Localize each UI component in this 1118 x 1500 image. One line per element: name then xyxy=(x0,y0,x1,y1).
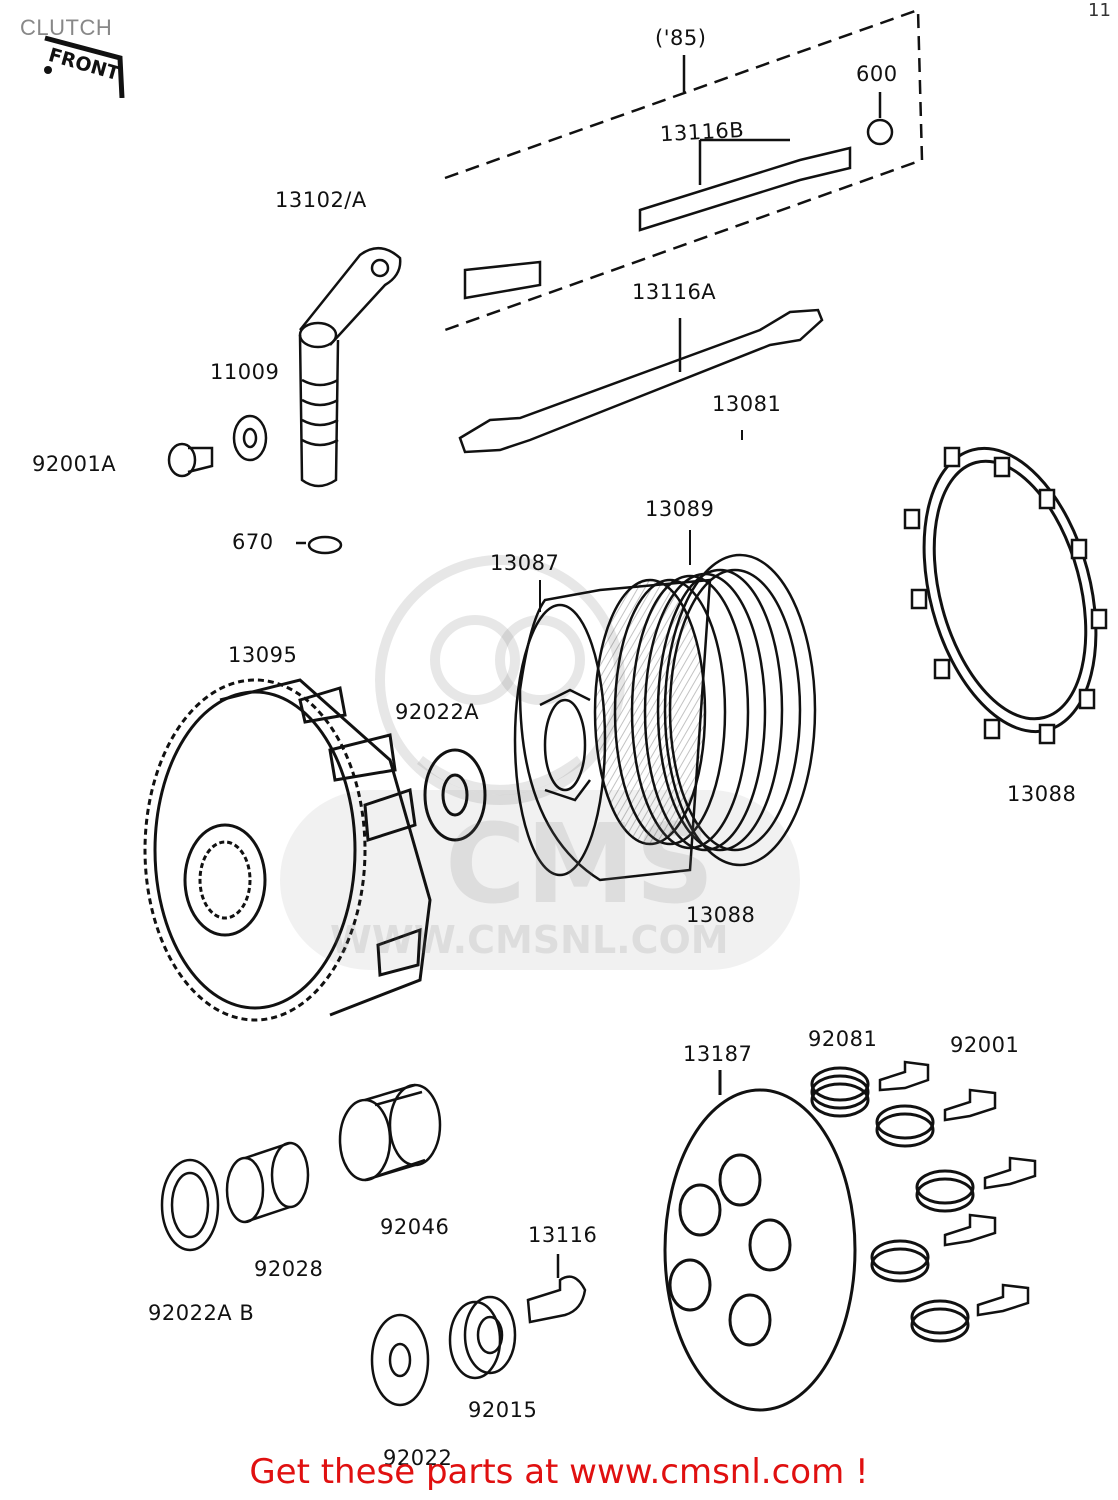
part-92081-springs xyxy=(810,1066,975,1343)
watermark-brand: CMS xyxy=(445,800,715,928)
part-92028-sleeve xyxy=(225,1141,310,1224)
part-13116-pin xyxy=(526,1254,587,1324)
part-label-92022: 92022 xyxy=(383,1446,453,1470)
part-label-13187: 13187 xyxy=(683,1042,753,1066)
part-label-600: 600 xyxy=(856,62,898,86)
part-label-670: 670 xyxy=(232,530,274,554)
part-11009-shaft xyxy=(298,334,340,488)
part-13116a-pushrod xyxy=(458,308,824,454)
part-92022a-washer xyxy=(423,748,487,842)
page-title: CLUTCH xyxy=(20,15,113,40)
part-label-13087: 13087 xyxy=(490,551,560,575)
part-label-11009: 11009 xyxy=(210,360,280,384)
part-label-92001a: 92001A xyxy=(32,452,117,476)
part-92046-needle-bearing xyxy=(338,1083,442,1182)
part-label-13116a: 13116A xyxy=(632,280,717,304)
part-label-13081: 13081 xyxy=(712,392,782,416)
part-label-13116b: 13116B xyxy=(659,117,745,147)
part-13095-clutch-housing xyxy=(143,678,432,1022)
watermark-url: WWW.CMSNL.COM xyxy=(330,918,729,962)
part-label-92022ab: 92022A B xyxy=(148,1301,255,1325)
part-92022-washer xyxy=(370,1313,430,1407)
part-label-92015: 92015 xyxy=(468,1398,538,1422)
variant-85-label: ('85) xyxy=(655,26,707,50)
part-label-13088-center: 13088 xyxy=(686,903,756,927)
part-92001a-bolt xyxy=(167,414,268,478)
part-label-92046: 92046 xyxy=(380,1215,450,1239)
part-label-13116: 13116 xyxy=(528,1223,598,1247)
variant-85-box xyxy=(444,8,924,332)
leader-lines xyxy=(539,430,743,612)
part-label-92081: 92081 xyxy=(808,1027,878,1051)
part-label-13095: 13095 xyxy=(228,643,298,667)
part-13102a-lever xyxy=(298,247,402,349)
part-label-92022a: 92022A xyxy=(395,700,480,724)
part-92001-bolts xyxy=(878,1060,1037,1317)
part-label-92001: 92001 xyxy=(950,1033,1020,1057)
part-13187-pressure-plate xyxy=(663,1070,857,1412)
part-label-13088-right: 13088 xyxy=(1007,782,1077,806)
page-corner-mark: 11 xyxy=(1088,0,1111,21)
part-13089-clutch-pack xyxy=(593,553,817,867)
friction-plate-tabs xyxy=(903,446,1108,745)
part-13087-clutch-hub xyxy=(513,578,712,882)
part-label-92028: 92028 xyxy=(254,1257,324,1281)
part-92015-nut xyxy=(448,1295,517,1380)
front-direction-marker xyxy=(44,35,125,98)
part-label-13089: 13089 xyxy=(645,497,715,521)
part-92022ab-washer xyxy=(160,1158,220,1252)
part-label-13102a: 13102/A xyxy=(275,188,367,212)
part-670-oring xyxy=(296,535,343,555)
footer-cta-link[interactable]: Get these parts at www.cmsnl.com ! xyxy=(249,1452,869,1492)
